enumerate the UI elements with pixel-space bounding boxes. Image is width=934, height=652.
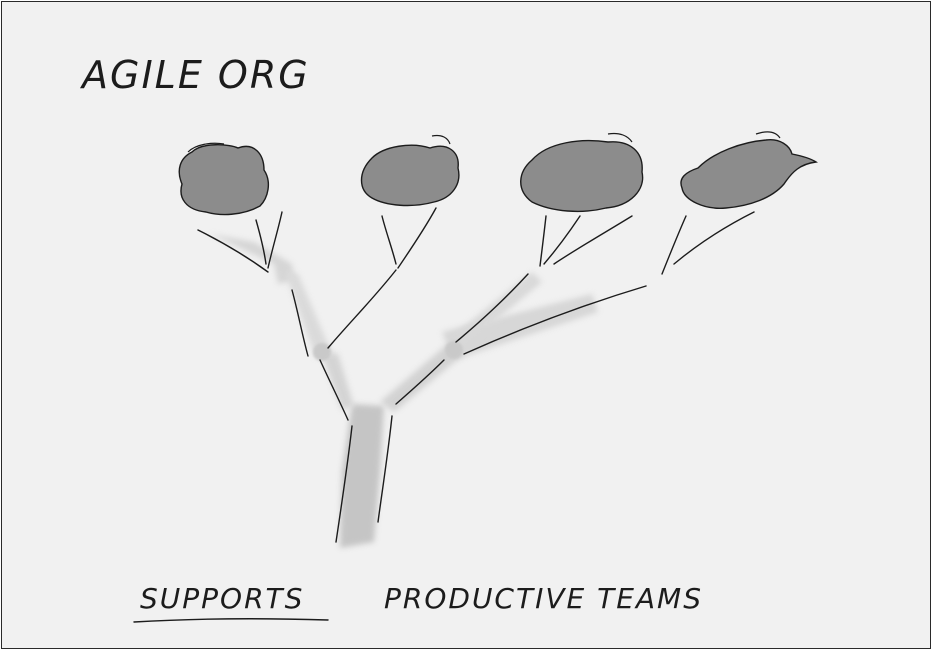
caption-rest: PRODUCTIVE TEAMS [384,582,703,615]
twig-2b [398,208,436,268]
sketch-title: AGILE ORG [79,53,310,97]
trunk-shading [340,404,384,548]
twig-4b [674,212,754,264]
twig-4a [662,216,686,274]
left-twig-shading [210,234,294,284]
twig-3a [540,216,546,266]
canopy-4 [681,132,816,208]
marker-wash [210,234,598,548]
twig-3c [554,216,632,264]
caption-emphasis: SUPPORTS [140,582,304,615]
right-fork [396,360,444,404]
canopy-3 [521,133,643,211]
caption-underline [134,619,328,622]
center-limb [328,270,396,348]
twig-3b [544,216,580,264]
canopy-2 [362,135,459,205]
twig-2a [382,216,396,264]
canopy-1 [179,143,268,214]
